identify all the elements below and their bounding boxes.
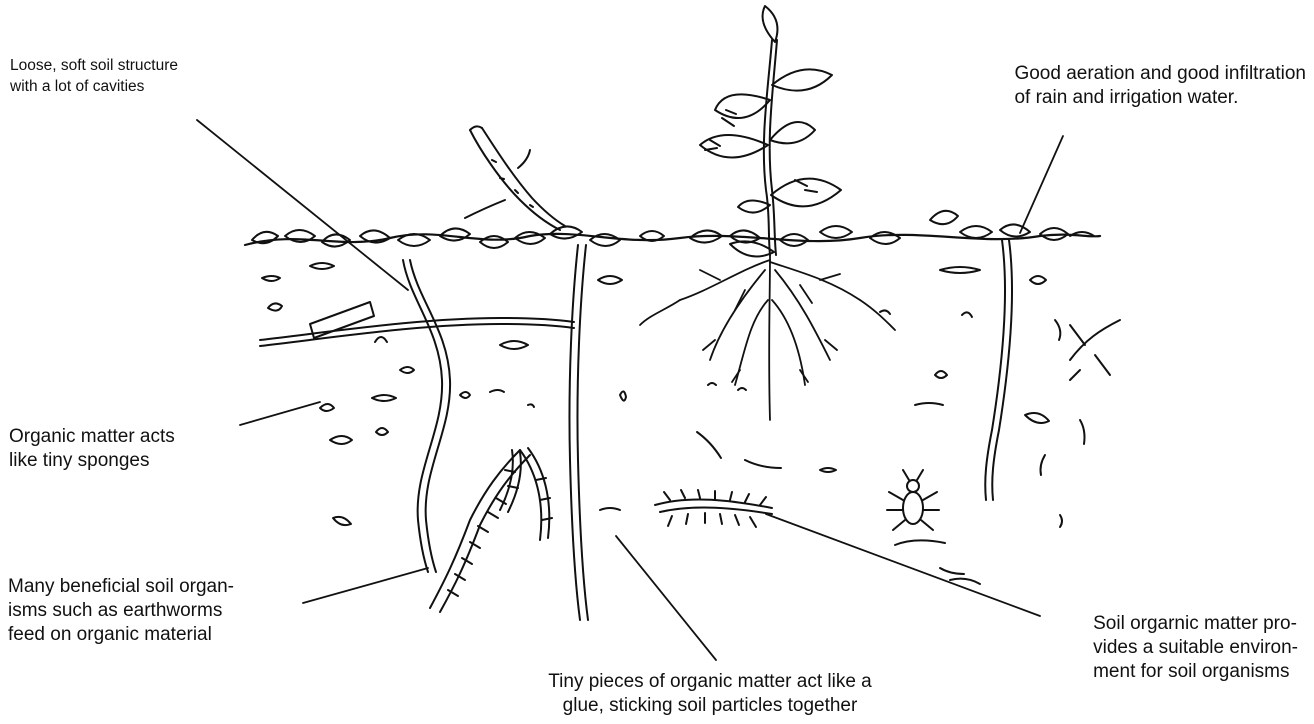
label-line: Good aeration and good infiltration — [1014, 62, 1306, 86]
right-burrow — [985, 240, 1012, 500]
label-line: Many beneficial soil organ- — [8, 575, 234, 599]
label-line: Soil orgarnic matter pro- — [1093, 612, 1298, 636]
seedling-plant — [700, 6, 841, 255]
label-line: isms such as earthworms — [8, 599, 234, 623]
label-line: vides a suitable environ- — [1093, 636, 1298, 660]
label-line: with a lot of cavities — [10, 76, 178, 97]
label-organic-sponges: Organic matter acts like tiny sponges — [9, 425, 175, 473]
leader-lines — [197, 120, 1063, 660]
label-line: Tiny pieces of organic matter act like a — [500, 670, 920, 694]
leaf-litter — [252, 211, 1094, 257]
label-line: glue, sticking soil particles together — [500, 694, 920, 718]
leader-loose — [197, 120, 408, 290]
horizontal-channel — [260, 318, 574, 346]
label-line: Loose, soft soil structure — [10, 55, 178, 76]
label-beneficial-organisms: Many beneficial soil organ- isms such as… — [8, 575, 234, 647]
label-loose-soil-structure: Loose, soft soil structure with a lot of… — [10, 55, 178, 97]
label-line: Organic matter acts — [9, 425, 175, 449]
middle-channel — [569, 245, 588, 620]
label-line: of rain and irrigation water. — [1014, 86, 1306, 110]
left-burrow — [403, 260, 450, 572]
label-line: feed on organic material — [8, 623, 234, 647]
organic-particles — [262, 263, 1085, 584]
leader-environment — [766, 514, 1040, 616]
label-suitable-environment: Soil orgarnic matter pro- vides a suitab… — [1093, 612, 1298, 684]
leader-sponges — [240, 402, 320, 425]
fallen-branch — [465, 126, 565, 230]
earthworms — [430, 448, 552, 612]
plant-roots — [640, 255, 895, 420]
leader-organisms — [303, 568, 428, 603]
soil-insects — [500, 267, 1120, 530]
label-organic-glue: Tiny pieces of organic matter act like a… — [500, 670, 920, 718]
label-line: ment for soil organisms — [1093, 660, 1298, 684]
label-line: like tiny sponges — [9, 449, 175, 473]
label-aeration-infiltration: Good aeration and good infiltration of r… — [1014, 62, 1306, 110]
leader-aeration — [1020, 136, 1063, 233]
leader-glue — [616, 536, 716, 660]
